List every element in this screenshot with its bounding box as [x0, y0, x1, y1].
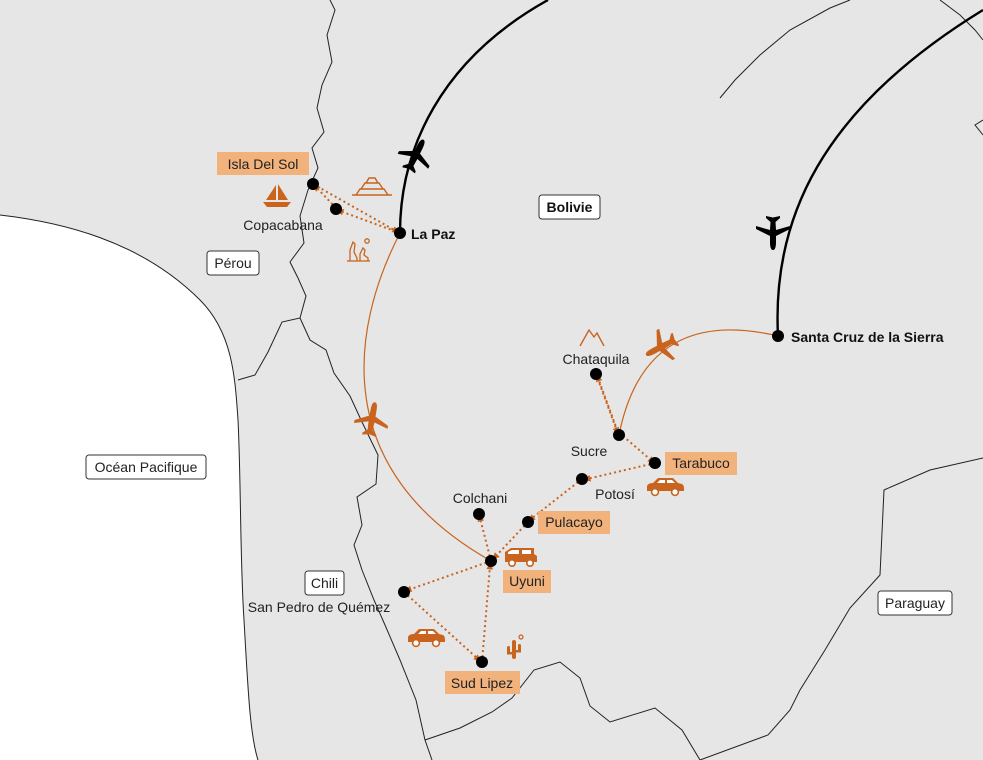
- international-flights: [393, 0, 983, 341]
- marker-tarabuco[interactable]: [649, 457, 661, 469]
- country-label-paraguay: Paraguay: [885, 595, 945, 611]
- marker-potosi[interactable]: [576, 473, 588, 485]
- label-chataquila: Chataquila: [563, 351, 630, 367]
- marker-santa-cruz[interactable]: [772, 330, 784, 342]
- flight-to-santa-cruz: [774, 8, 983, 341]
- label-sucre: Sucre: [571, 443, 608, 459]
- marker-chataquila[interactable]: [590, 368, 602, 380]
- country-label-bolivie: Bolivie: [547, 199, 593, 215]
- label-copacabana: Copacabana: [243, 217, 323, 233]
- label-la-paz: La Paz: [411, 226, 455, 242]
- marker-copacabana[interactable]: [330, 203, 342, 215]
- country-label-chili: Chili: [311, 575, 338, 591]
- car-icon: [646, 477, 685, 497]
- plane-icon: [393, 132, 439, 178]
- marker-san-pedro[interactable]: [398, 586, 410, 598]
- sea-label-pacifique: Océan Pacifique: [95, 459, 198, 475]
- country-label-perou: Pérou: [214, 255, 251, 271]
- jeep-icon: [505, 548, 537, 568]
- marker-pulacayo[interactable]: [522, 516, 534, 528]
- domestic-flights: [352, 232, 779, 562]
- marker-la-paz[interactable]: [394, 227, 406, 239]
- highlight-tarabuco: [665, 452, 737, 475]
- marker-sucre[interactable]: [613, 429, 625, 441]
- ground-routes: [312, 183, 656, 663]
- marker-colchani[interactable]: [473, 508, 485, 520]
- marker-sud-lipez[interactable]: [476, 656, 488, 668]
- flight-uyuni-la-paz: [363, 232, 492, 562]
- flight-santa-cruz-sucre: [618, 329, 779, 436]
- marker-isla-del-sol[interactable]: [307, 178, 319, 190]
- temple-icon: [352, 177, 392, 196]
- highlight-sud-lipez: [445, 671, 520, 694]
- label-potosi: Potosí: [595, 486, 635, 502]
- highlight-boxes: [217, 152, 737, 694]
- stop-markers: [307, 178, 784, 668]
- hands-icon: [347, 238, 370, 262]
- label-uyuni: Uyuni: [509, 573, 545, 589]
- highlight-pulacayo: [538, 511, 610, 534]
- marker-uyuni[interactable]: [485, 555, 497, 567]
- cactus-icon: [507, 634, 524, 659]
- mountain-icon: [579, 328, 605, 347]
- highlight-uyuni: [503, 570, 551, 593]
- country-labels: Bolivie Pérou Chili Paraguay Océan Pacif…: [85, 194, 953, 616]
- label-colchani: Colchani: [453, 490, 507, 506]
- label-santa-cruz: Santa Cruz de la Sierra: [791, 329, 944, 345]
- pacific-ocean: [0, 215, 258, 760]
- highlight-isla-del-sol: [217, 152, 309, 175]
- stop-labels: Isla Del Sol Copacabana La Paz Santa Cru…: [228, 156, 944, 691]
- label-san-pedro: San Pedro de Quémez: [248, 599, 390, 615]
- label-isla-del-sol: Isla Del Sol: [228, 156, 299, 172]
- car-icon: [407, 628, 446, 648]
- flight-to-la-paz: [395, 0, 549, 238]
- label-sud-lipez: Sud Lipez: [451, 675, 513, 691]
- plane-icon: [352, 399, 392, 439]
- plane-icon: [638, 324, 684, 370]
- sailboat-icon: [263, 184, 291, 207]
- label-tarabuco: Tarabuco: [672, 455, 730, 471]
- label-pulacayo: Pulacayo: [545, 514, 603, 530]
